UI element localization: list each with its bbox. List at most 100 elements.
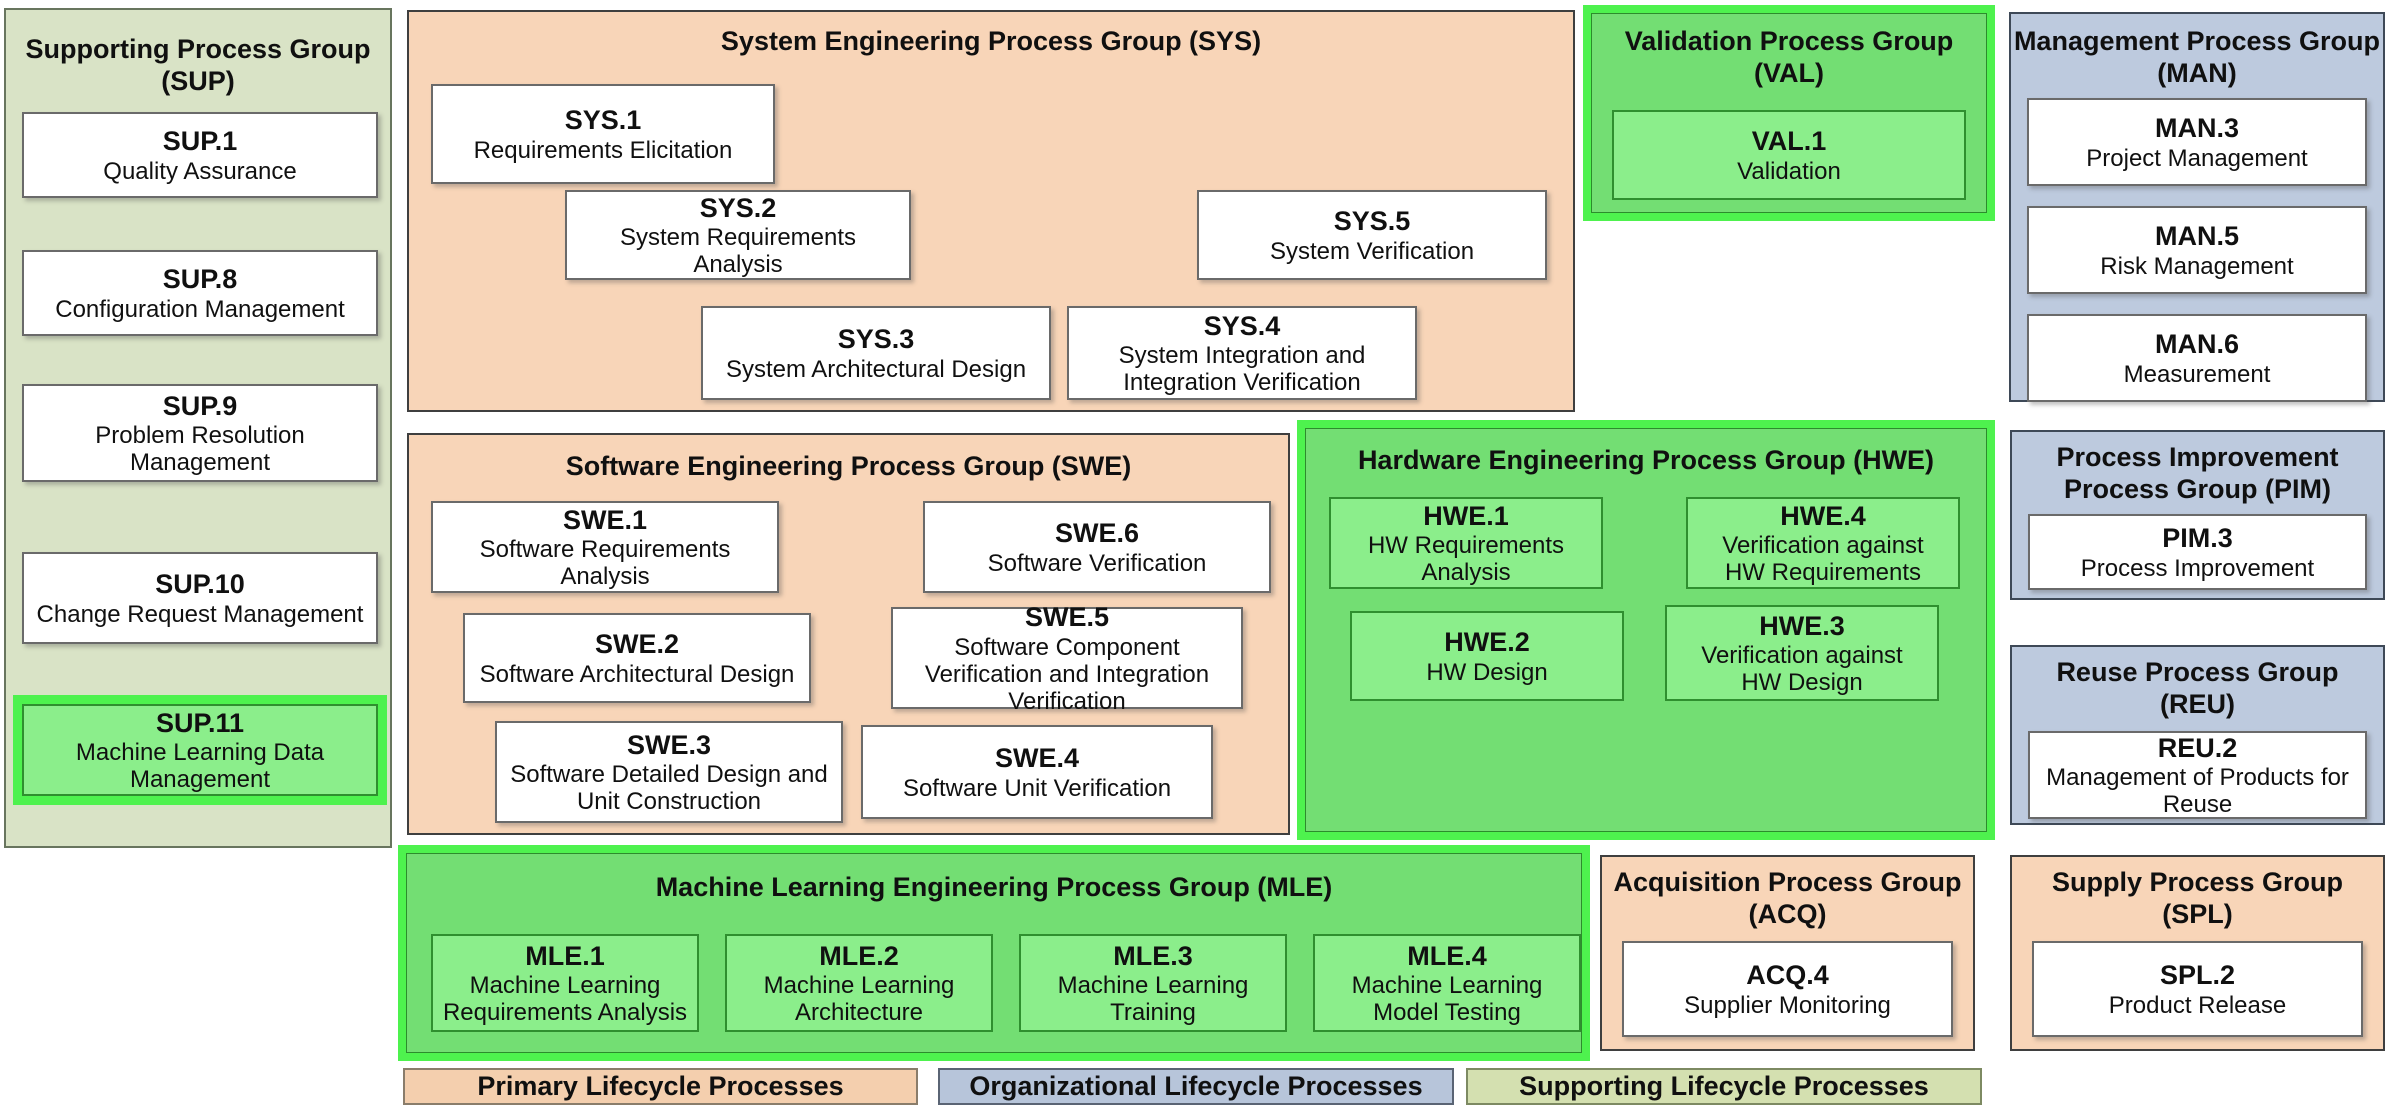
process-box-swe3: SWE.3 Software Detailed Design and Unit … [495,721,843,823]
process-name: System Verification [1269,237,1475,265]
group-mle: Machine Learning Engineering Process Gro… [398,845,1590,1061]
process-name: Machine Learning Model Testing [1351,972,1543,1027]
legend-label: Supporting Lifecycle Processes [1519,1071,1929,1101]
process-code: MLE.1 [525,940,605,971]
process-name: Verification against HW Design [1701,642,1903,697]
group-mle-fill: Machine Learning Engineering Process Gro… [406,853,1582,1053]
process-box-sys2: SYS.2 System Requirements Analysis [565,190,911,280]
process-name: Validation [1737,157,1841,185]
process-box-hwe1: HWE.1 HW Requirements Analysis [1329,497,1603,589]
legend-supporting-lifecycle: Supporting Lifecycle Processes [1466,1068,1982,1105]
process-box-acq4: ACQ.4 Supplier Monitoring [1622,941,1953,1037]
process-box-sup10: SUP.10 Change Request Management [22,552,378,644]
group-val-title: Validation Process Group(VAL) [1624,26,1954,88]
process-code: MLE.3 [1113,940,1193,971]
process-name: HW Requirements Analysis [1367,532,1565,587]
process-code: SWE.2 [594,629,680,660]
process-box-sup8: SUP.8 Configuration Management [22,250,378,336]
group-spl-title: Supply Process Group(SPL) [2051,867,2344,929]
process-code: MAN.5 [2154,221,2239,252]
process-name: Management of Products for Reuse [2046,764,2349,819]
process-box-swe6: SWE.6 Software Verification [923,501,1271,593]
process-name: System Requirements Analysis [619,224,857,279]
process-name: System Integration and Integration Verif… [1118,342,1366,397]
process-name: Supplier Monitoring [1684,991,1891,1019]
process-name: System Architectural Design [725,355,1027,383]
process-code: SUP.8 [162,264,238,295]
process-box-sys5: SYS.5 System Verification [1197,190,1547,280]
process-code: MLE.2 [819,940,899,971]
group-val: Validation Process Group(VAL) VAL.1 Vali… [1583,5,1995,221]
process-box-mle2: MLE.2 Machine Learning Architecture [725,934,993,1032]
process-name: Machine Learning Training [1057,972,1249,1027]
process-name: Project Management [2086,144,2308,172]
process-box-man6: MAN.6 Measurement [2027,314,2367,402]
process-box-hwe3: HWE.3 Verification against HW Design [1665,605,1939,701]
process-code: SYS.2 [699,192,777,223]
process-box-man3: MAN.3 Project Management [2027,98,2367,186]
process-name: Verification against HW Requirements [1722,532,1924,587]
process-code: PIM.3 [2162,523,2233,554]
process-code: SYS.4 [1203,310,1281,341]
process-name: Software Component Verification and Inte… [924,633,1210,715]
process-name: Risk Management [2100,252,2294,280]
process-name: Software Architectural Design [479,660,795,688]
process-code: SUP.11 [155,707,245,738]
process-box-man5: MAN.5 Risk Management [2027,206,2367,294]
group-swe-title: Software Engineering Process Group (SWE) [565,451,1132,481]
process-name: Requirements Elicitation [473,136,733,164]
process-box-swe5: SWE.5 Software Component Verification an… [891,602,1243,715]
legend-label: Organizational Lifecycle Processes [969,1071,1423,1101]
process-box-pim3: PIM.3 Process Improvement [2028,514,2367,590]
process-code: MLE.4 [1407,940,1487,971]
group-sup: Supporting Process Group(SUP) SUP.1 Qual… [4,8,392,848]
process-box-sys1: SYS.1 Requirements Elicitation [431,84,775,184]
group-sys: System Engineering Process Group (SYS) S… [407,10,1575,412]
process-code: SPL.2 [2159,960,2236,991]
process-code: SUP.9 [162,390,238,421]
legend-organizational-lifecycle: Organizational Lifecycle Processes [938,1068,1454,1105]
process-name: Quality Assurance [103,157,297,185]
group-sys-title: System Engineering Process Group (SYS) [720,26,1262,56]
process-name: HW Design [1426,658,1548,686]
process-code: SYS.5 [1333,206,1411,237]
legend-primary-lifecycle: Primary Lifecycle Processes [403,1068,918,1105]
process-box-mle4: MLE.4 Machine Learning Model Testing [1313,934,1581,1032]
process-box-swe1: SWE.1 Software Requirements Analysis [431,501,779,593]
process-code: HWE.2 [1444,627,1530,658]
group-man-title: Management Process Group(MAN) [2013,26,2381,88]
process-code: SUP.10 [155,569,245,600]
process-code: HWE.3 [1759,610,1845,641]
process-code: VAL.1 [1751,126,1827,157]
group-sup-title: Supporting Process Group(SUP) [25,34,371,96]
group-hwe-fill: Hardware Engineering Process Group (HWE)… [1305,428,1987,832]
process-box-sys3: SYS.3 System Architectural Design [701,306,1051,400]
process-box-spl2: SPL.2 Product Release [2032,941,2363,1037]
process-box-hwe4: HWE.4 Verification against HW Requiremen… [1686,497,1960,589]
process-box-swe4: SWE.4 Software Unit Verification [861,725,1213,819]
process-code: SUP.1 [162,126,238,157]
process-box-sup9: SUP.9 Problem Resolution Management [22,384,378,482]
process-box-sys4: SYS.4 System Integration and Integration… [1067,306,1417,400]
process-box-hwe2: HWE.2 HW Design [1350,611,1624,701]
process-box-val1: VAL.1 Validation [1612,110,1966,200]
process-name: Configuration Management [55,295,345,323]
legend-label: Primary Lifecycle Processes [477,1071,844,1101]
process-code: HWE.4 [1780,500,1866,531]
process-name: Software Unit Verification [902,774,1172,802]
process-name: Machine Learning Architecture [763,972,955,1027]
group-man: Management Process Group(MAN) MAN.3 Proj… [2009,12,2385,402]
process-code: SYS.3 [837,324,915,355]
group-val-fill: Validation Process Group(VAL) VAL.1 Vali… [1591,13,1987,213]
process-name: Change Request Management [36,600,364,628]
process-name: Product Release [2108,991,2287,1019]
process-name: Measurement [2123,360,2271,388]
group-reu-title: Reuse Process Group(REU) [2056,657,2339,719]
process-code: SWE.4 [994,743,1080,774]
group-hwe-title: Hardware Engineering Process Group (HWE) [1357,445,1935,475]
group-reu: Reuse Process Group(REU) REU.2 Managemen… [2010,645,2385,825]
process-name: Software Requirements Analysis [479,536,731,591]
process-box-sup11-ml-highlighted: SUP.11 Machine Learning Data Management [22,704,378,796]
process-box-swe2: SWE.2 Software Architectural Design [463,613,811,703]
